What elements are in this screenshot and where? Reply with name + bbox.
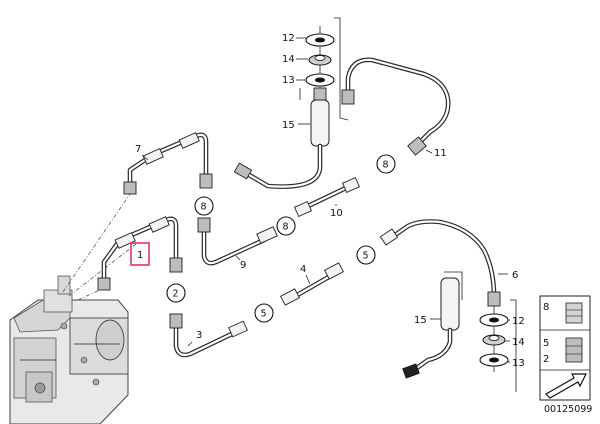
- callout-circle-2: [166, 283, 186, 303]
- callout-15-upper: 15: [282, 120, 295, 131]
- callout-9: 9: [240, 260, 246, 271]
- fitting-nut-icon: [565, 337, 583, 363]
- callout-8b: 8: [383, 160, 389, 171]
- callout-11: 11: [434, 148, 447, 159]
- legend-label-5: 5: [543, 338, 549, 349]
- callout-circle-8b: [376, 154, 396, 174]
- callout-6: 6: [512, 270, 518, 281]
- callout-2: 2: [173, 289, 179, 300]
- parts-legend: 8 5 2: [539, 295, 591, 401]
- callout-circle-5a: [356, 245, 376, 265]
- brake-pipe-11: [341, 57, 451, 156]
- callout-13-upper: 13: [282, 75, 295, 86]
- callout-8a: 8: [201, 202, 207, 213]
- drawing-number: 00125099: [544, 404, 592, 415]
- legend-label-8: 8: [543, 302, 549, 313]
- legend-label-2: 2: [543, 354, 549, 365]
- callout-14-lower: 14: [512, 337, 525, 348]
- callout-1: 1: [137, 250, 143, 261]
- fitting-nut-icon: [565, 302, 583, 324]
- callout-8c: 8: [283, 222, 289, 233]
- callout-3: 3: [196, 330, 202, 341]
- callout-1-highlight: [130, 242, 150, 266]
- callout-13-lower: 13: [512, 358, 525, 369]
- brake-pipe-3: [169, 313, 248, 358]
- callout-circle-8c: [276, 216, 296, 236]
- brake-hose-15-lower: [402, 271, 517, 392]
- brake-pipe-9: [197, 217, 278, 266]
- brake-hose-15-upper: [233, 26, 335, 189]
- brake-pipe-6: [379, 219, 501, 307]
- callout-circle-8a: [194, 196, 214, 216]
- callout-4: 4: [300, 264, 306, 275]
- callout-5b: 5: [261, 309, 267, 320]
- callout-12-lower: 12: [512, 316, 525, 327]
- callout-7: 7: [135, 144, 141, 155]
- brake-pipe-10: [293, 176, 361, 218]
- callout-5a: 5: [363, 251, 369, 262]
- brake-pipe-1: [97, 216, 183, 291]
- callout-14-upper: 14: [282, 54, 295, 65]
- brake-pipe-4: [279, 262, 345, 306]
- callout-15-lower: 15: [414, 315, 427, 326]
- abs-unit: [9, 275, 129, 424]
- arrow-icon: [545, 373, 587, 399]
- brake-pipe-7: [123, 132, 213, 195]
- callout-10: 10: [330, 208, 343, 219]
- callout-circle-5b: [254, 303, 274, 323]
- callout-12-upper: 12: [282, 33, 295, 44]
